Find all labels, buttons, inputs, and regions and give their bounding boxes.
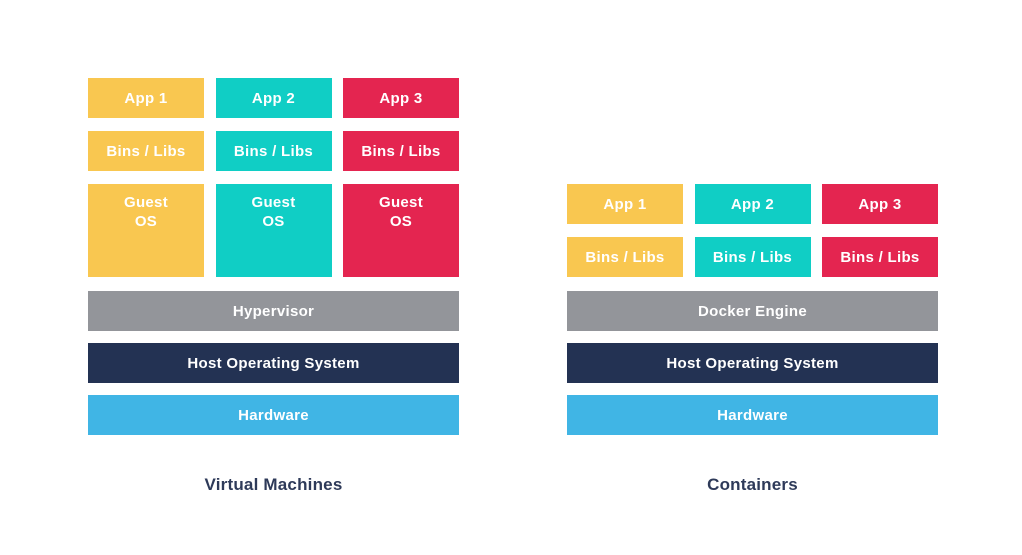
vm-hypervisor-layer: Hypervisor	[88, 291, 459, 331]
vm-bins2-block: Bins / Libs	[215, 131, 332, 171]
vm-guest-os2-block: Guest OS	[215, 184, 332, 277]
containers-hardware-layer: Hardware	[567, 395, 938, 435]
vm-bins-row: Bins / Libs Bins / Libs Bins / Libs	[88, 131, 459, 171]
containers-app2-block: App 2	[694, 184, 811, 224]
vm-app3-block: App 3	[343, 78, 459, 118]
vm-apps-row: App 1 App 2 App 3	[88, 78, 459, 118]
vm-diagram-title: Virtual Machines	[204, 475, 343, 494]
vm-hardware-layer: Hardware	[88, 395, 459, 435]
containers-app3-block: App 3	[822, 184, 938, 224]
vm-bins3-block: Bins / Libs	[343, 131, 459, 171]
containers-bins2-block: Bins / Libs	[694, 237, 811, 277]
containers-app1-block: App 1	[567, 184, 683, 224]
containers-stack: App 1 App 2 App 3 Bins / Libs Bins / Lib…	[567, 184, 938, 495]
vm-host-os-layer: Host Operating System	[88, 343, 459, 383]
containers-docker-engine-layer: Docker Engine	[567, 291, 938, 331]
vm-app2-block: App 2	[215, 78, 332, 118]
vm-guest-os-row: Guest OS Guest OS Guest OS	[88, 184, 459, 277]
containers-apps-row: App 1 App 2 App 3	[567, 184, 938, 224]
containers-host-os-layer: Host Operating System	[567, 343, 938, 383]
containers-bins1-block: Bins / Libs	[567, 237, 683, 277]
vm-guest-os1-block: Guest OS	[88, 184, 204, 277]
containers-bins3-block: Bins / Libs	[822, 237, 938, 277]
vm-app1-block: App 1	[88, 78, 204, 118]
containers-diagram-title: Containers	[707, 475, 798, 494]
containers-bins-row: Bins / Libs Bins / Libs Bins / Libs	[567, 237, 938, 277]
virtual-machines-stack: App 1 App 2 App 3 Bins / Libs Bins / Lib…	[88, 78, 459, 495]
vm-guest-os3-block: Guest OS	[343, 184, 459, 277]
vm-bins1-block: Bins / Libs	[88, 131, 204, 171]
